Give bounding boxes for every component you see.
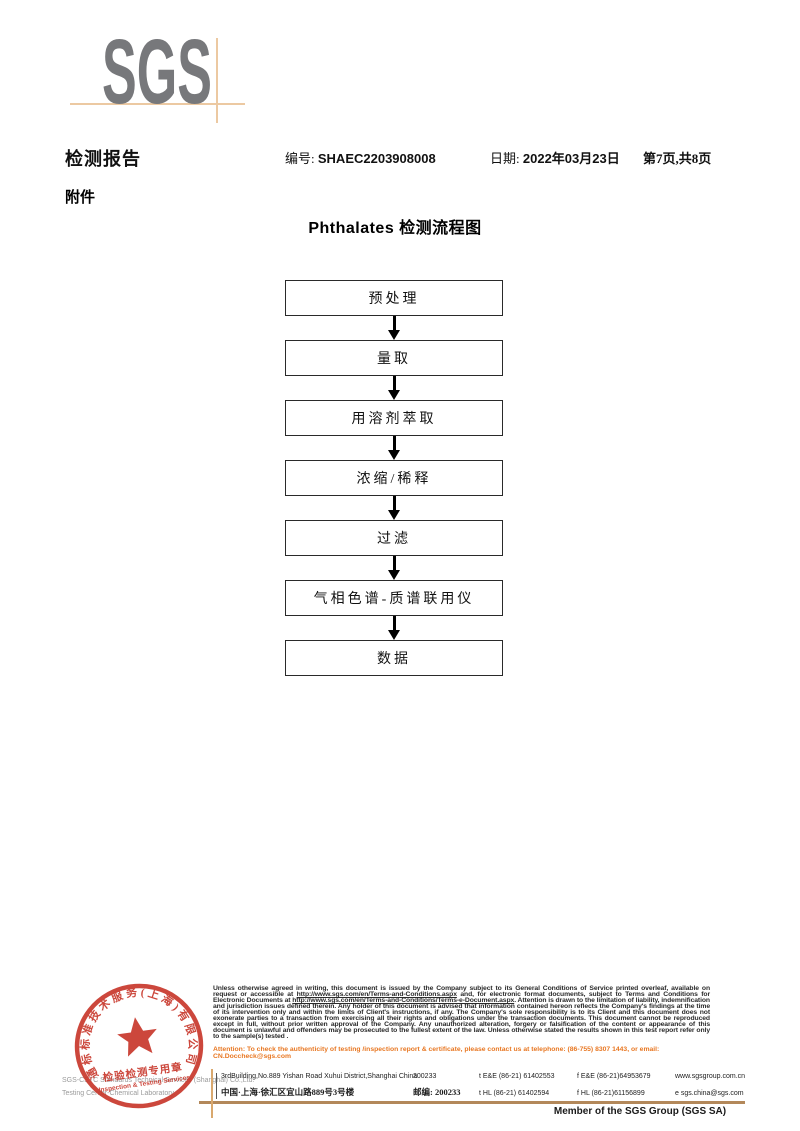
company-seal: 通标标准技术服务(上海)有限公司 检验检测专用章 Inspection & Te… bbox=[70, 977, 206, 1117]
legal-part2: and, for electronic format documents, su… bbox=[213, 991, 710, 1005]
logo-crosshair-horizontal bbox=[70, 103, 245, 105]
company-name-line1: SGS-CSTC Standards Technical Services (S… bbox=[62, 1077, 255, 1084]
flow-arrow-down-icon bbox=[285, 616, 503, 640]
fax-hl: f HL (86-21)61156899 bbox=[577, 1090, 645, 1097]
flow-step-pretreatment: 预处理 bbox=[285, 280, 503, 316]
tel-hl: t HL (86-21) 61402594 bbox=[479, 1090, 550, 1097]
footer-crop-mark bbox=[211, 1069, 213, 1118]
address-row-cn: 中国·上海·徐汇区宜山路889号3号楼 邮编: 200233 t HL (86-… bbox=[221, 1086, 762, 1099]
report-number: 编号: SHAEC2203908008 bbox=[285, 148, 436, 167]
postcode-cn: 邮编: 200233 bbox=[413, 1087, 461, 1097]
doccheck-email-link[interactable]: CN.Doccheck@sgs.com bbox=[213, 1052, 292, 1060]
flow-step-gcms: 气相色谱-质谱联用仪 bbox=[285, 580, 503, 616]
member-line: Member of the SGS Group (SGS SA) bbox=[553, 1106, 727, 1117]
address-row-en: 3rdBuilding,No.889 Yishan Road Xuhui Dis… bbox=[221, 1073, 762, 1086]
company-name-line2: Testing Center-Chemical Laboratory. bbox=[62, 1090, 176, 1097]
legal-text: Unless otherwise agreed in writing, this… bbox=[213, 985, 710, 1041]
attention-text: Attention: To check the authenticity of … bbox=[213, 1046, 660, 1053]
report-number-label: 编号: bbox=[285, 151, 318, 166]
flow-arrow-down-icon bbox=[285, 436, 503, 460]
legal-part1: Unless otherwise agreed in writing, this… bbox=[213, 985, 710, 999]
flowchart: 预处理 量取 用溶剂萃取 浓缩/稀释 过滤 气相色谱-质谱联用仪 数据 bbox=[285, 280, 503, 676]
logo-crosshair-vertical bbox=[216, 38, 218, 123]
postcode-en: 200233 bbox=[413, 1073, 437, 1080]
tel-ee: t E&E (86-21) 61402553 bbox=[479, 1073, 555, 1080]
report-date-value: 2022年03月23日 bbox=[522, 151, 620, 166]
sgs-logo-icon: SGS bbox=[102, 21, 212, 123]
flowchart-title: Phthalates 检测流程图 bbox=[308, 220, 482, 237]
sgs-logo: SGS bbox=[100, 21, 230, 123]
address-cn: 中国·上海·徐汇区宜山路889号3号楼 bbox=[221, 1087, 355, 1097]
flow-step-filter: 过滤 bbox=[285, 520, 503, 556]
legal-part3: . Attention is drawn to the limitation o… bbox=[213, 997, 710, 1041]
flow-step-concentrate-dilute: 浓缩/稀释 bbox=[285, 460, 503, 496]
flow-arrow-down-icon bbox=[285, 496, 503, 520]
flow-arrow-down-icon bbox=[285, 556, 503, 580]
terms-e-document-link[interactable]: http://www.sgs.com/en/Terms-and-Conditio… bbox=[292, 997, 515, 1005]
phones-ee: t E&E (86-21) 61402553 f E&E (86-21)6495… bbox=[479, 1073, 675, 1080]
fax-ee: f E&E (86-21)64953679 bbox=[577, 1073, 651, 1080]
website-link[interactable]: www.sgsgroup.com.cn bbox=[675, 1073, 746, 1080]
report-header: 检测报告 编号: SHAEC2203908008 日期: 2022年03月23日… bbox=[0, 148, 800, 170]
flow-step-solvent-extraction: 用溶剂萃取 bbox=[285, 400, 503, 436]
flow-arrow-down-icon bbox=[285, 316, 503, 340]
flow-step-measure: 量取 bbox=[285, 340, 503, 376]
attachment-label: 附件 bbox=[65, 190, 96, 206]
sgs-logo-text: SGS bbox=[102, 30, 212, 110]
report-title: 检测报告 bbox=[65, 149, 141, 169]
star-icon bbox=[117, 1017, 157, 1057]
attention-note: Attention: To check the authenticity of … bbox=[213, 1046, 710, 1060]
address-en: 3rdBuilding,No.889 Yishan Road Xuhui Dis… bbox=[221, 1073, 418, 1080]
page-indicator: 第7页,共8页 bbox=[643, 151, 712, 166]
company-name-text: SGS-CSTC Standards Technical Services (S… bbox=[62, 1074, 255, 1100]
flow-step-data: 数据 bbox=[285, 640, 503, 676]
footer-rule bbox=[199, 1101, 745, 1104]
flow-arrow-down-icon bbox=[285, 376, 503, 400]
address-block: 3rdBuilding,No.889 Yishan Road Xuhui Dis… bbox=[216, 1073, 762, 1099]
email-link[interactable]: e sgs.china@sgs.com bbox=[675, 1090, 744, 1097]
report-date-label: 日期: bbox=[490, 151, 523, 166]
report-date: 日期: 2022年03月23日 bbox=[490, 148, 620, 167]
seal-icon: 通标标准技术服务(上海)有限公司 检验检测专用章 Inspection & Te… bbox=[70, 977, 204, 1109]
terms-conditions-link[interactable]: http://www.sgs.com/en/Terms-and-Conditio… bbox=[296, 991, 457, 999]
phones-hl: t HL (86-21) 61402594 f HL (86-21)611568… bbox=[479, 1090, 675, 1097]
report-number-value: SHAEC2203908008 bbox=[317, 151, 436, 166]
